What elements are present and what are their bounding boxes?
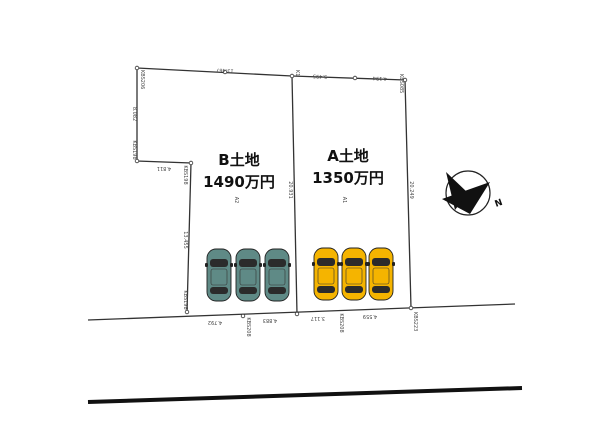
road-edge-line — [87, 303, 516, 321]
dim-top-mid: 5.495 — [313, 73, 328, 80]
dim-top-right: 4.194 — [373, 75, 388, 82]
dim-bottom-a2: 4.559 — [363, 313, 377, 319]
lot-a-code: A1 — [341, 197, 347, 204]
dim-bottom-b1: 4.792 — [208, 319, 222, 325]
lot-b-code: A2 — [233, 197, 239, 204]
car-icon — [205, 248, 233, 302]
dim-bottom-b2: 4.883 — [263, 317, 277, 323]
lot-b-name: B土地 — [218, 151, 260, 169]
marker-tr: KBS085 — [398, 74, 404, 93]
lot-boundaries — [136, 67, 412, 315]
marker-step-corner: KBS198 — [182, 165, 188, 184]
dim-top-left: 13.467 — [216, 67, 234, 74]
compass-letter: N — [494, 198, 505, 210]
survey-point — [240, 313, 246, 319]
marker-bottom-mid2: KBS208 — [338, 313, 344, 332]
car-icon — [340, 247, 368, 301]
survey-point — [402, 77, 408, 83]
marker-top-mid: K1 — [294, 70, 300, 76]
survey-point — [352, 75, 358, 81]
lot-b-label: B土地 1490万円 — [193, 149, 285, 193]
survey-point — [222, 69, 228, 75]
lot-a-label: A土地 1350万円 — [302, 145, 394, 189]
car-icon — [234, 248, 262, 302]
dim-bottom-a1: 3.117 — [311, 315, 325, 321]
dim-left-lower: 13.455 — [182, 231, 188, 249]
dim-step: 4.811 — [157, 165, 171, 171]
compass-needle-icon — [442, 182, 490, 214]
marker-bottom-mid1: KBS208 — [245, 317, 251, 336]
car-icon — [367, 247, 395, 301]
road-thick-line — [87, 386, 523, 404]
compass-needle-tail-icon — [446, 172, 468, 210]
survey-point — [408, 305, 414, 311]
dimension-labels: 13.467 5.495 4.194 8.082 4.811 13.455 20… — [131, 67, 418, 337]
survey-point — [294, 311, 300, 317]
marker-bottom-left: KBS198 — [182, 290, 188, 309]
survey-point — [289, 73, 295, 79]
lot-divider-line — [291, 75, 298, 315]
outer-boundary-left — [136, 68, 192, 313]
compass: N — [442, 170, 505, 216]
survey-point — [188, 160, 194, 166]
marker-tl: KBS206 — [139, 70, 145, 89]
lot-a-name: A土地 — [327, 147, 369, 165]
survey-point — [134, 65, 140, 71]
survey-point — [134, 158, 140, 164]
dim-left-upper: 8.082 — [131, 107, 137, 121]
car-icon — [263, 248, 291, 302]
dim-divider: 20.931 — [287, 181, 293, 199]
survey-point — [184, 309, 190, 315]
lot-b-price: 1490万円 — [203, 173, 275, 191]
outer-boundary-top-right — [136, 67, 412, 309]
marker-left-mid: KBS198 — [131, 140, 137, 159]
dim-right: 20.249 — [408, 181, 414, 199]
car-icon — [312, 247, 340, 301]
marker-bottom-right: KBS223 — [412, 312, 418, 331]
parked-cars — [205, 247, 395, 302]
survey-markers — [134, 65, 414, 319]
lot-a-price: 1350万円 — [312, 169, 384, 187]
